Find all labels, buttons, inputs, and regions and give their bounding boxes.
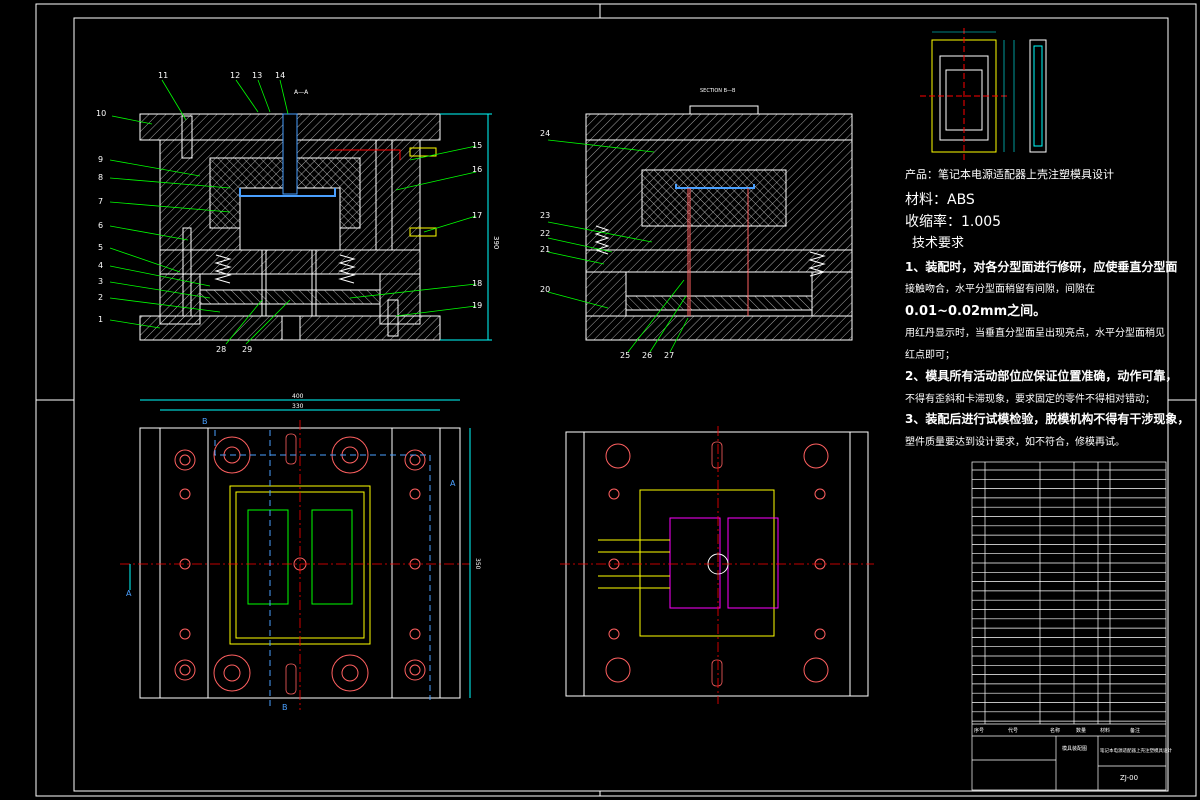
callout-13: 13: [252, 71, 262, 80]
callout-21: 21: [540, 245, 550, 254]
requirement-line-2: 接触吻合，水平分型面稍留有间隙，间隙在: [905, 284, 1095, 295]
section-b-label: SECTION B—B: [700, 88, 736, 94]
marker-a-left: A: [126, 589, 132, 598]
callout-16: 16: [472, 165, 482, 174]
dim-width-outer: 400: [292, 393, 304, 400]
callout-18: 18: [472, 279, 482, 288]
callout-12: 12: [230, 71, 240, 80]
requirement-line-8: 3、装配后进行试模检验，脱模机构不得有干涉现象，: [905, 412, 1190, 426]
callout-19: 19: [472, 301, 482, 310]
callout-23: 23: [540, 211, 550, 220]
marker-a-right: A: [450, 479, 456, 488]
callout-9: 9: [98, 155, 103, 164]
requirement-line-5: 红点即可；: [905, 350, 955, 361]
plan-view-fixed-half: [560, 426, 874, 704]
col-label-remark: 备注: [1130, 727, 1140, 734]
callout-28: 28: [216, 345, 226, 354]
callouts-right: [547, 139, 689, 353]
part-sketch: [920, 28, 1047, 160]
requirement-line-9: 塑件质量要达到设计要求，如不符合，修模再试。: [905, 437, 1125, 448]
col-label-name: 名称: [1050, 727, 1060, 734]
callout-10: 10: [96, 109, 106, 118]
callout-1: 1: [98, 315, 103, 324]
callouts-left: [109, 79, 477, 345]
marker-b-top: B: [202, 417, 208, 426]
plan-view-moving-half: [120, 399, 471, 710]
callout-15: 15: [472, 141, 482, 150]
title-block-text: 序号 代号 名称 数量 材料 备注 模具装配图 笔记本电源适配器上壳注塑模具设计…: [974, 727, 1172, 782]
dim-width-inner: 330: [292, 403, 304, 410]
callout-4: 4: [98, 261, 103, 270]
callout-24: 24: [540, 129, 550, 138]
callout-5: 5: [98, 243, 103, 252]
col-label-qty: 数量: [1076, 727, 1086, 734]
requirement-line-7: 不得有歪斜和卡滞现象，要求固定的零件不得相对错动；: [905, 394, 1155, 405]
section-a-label: A—A: [294, 89, 309, 96]
material-spec: 材料：ABS: [905, 192, 975, 208]
col-label-index: 序号: [974, 727, 984, 734]
col-label-material: 材料: [1100, 727, 1110, 734]
callout-2: 2: [98, 293, 103, 302]
callout-14: 14: [275, 71, 285, 80]
callout-7: 7: [98, 197, 103, 206]
dim-height: 390: [492, 236, 500, 249]
product-name: 产品：笔记本电源适配器上壳注塑模具设计: [905, 168, 1114, 181]
drawing-number: ZJ-00: [1120, 774, 1138, 782]
callout-20: 20: [540, 285, 550, 294]
design-title: 笔记本电源适配器上壳注塑模具设计: [1100, 747, 1172, 754]
requirement-line-4: 用红丹显示时，当垂直分型面呈出现亮点，水平分型面稍见: [905, 328, 1165, 339]
shrinkage-spec: 收缩率：1.005: [905, 214, 1002, 230]
marker-b-bottom: B: [282, 703, 288, 712]
parts-list: [971, 461, 1167, 791]
col-label-code: 代号: [1008, 727, 1018, 734]
callout-3: 3: [98, 277, 103, 286]
requirement-line-1: 1、装配时，对各分型面进行修研，应使垂直分型面: [905, 260, 1178, 274]
callout-17: 17: [472, 211, 482, 220]
callout-27: 27: [664, 351, 674, 360]
callout-8: 8: [98, 173, 103, 182]
callout-6: 6: [98, 221, 103, 230]
callout-22: 22: [540, 229, 550, 238]
callout-11: 11: [158, 71, 168, 80]
assembly-label: 模具装配图: [1062, 745, 1087, 752]
requirement-line-6: 2、模具所有活动部位应保证位置准确，动作可靠，: [905, 369, 1178, 383]
callout-25: 25: [620, 351, 630, 360]
callout-29: 29: [242, 345, 252, 354]
dim-side: 350: [474, 558, 481, 570]
callout-labels-right: 24 23 22 21 20 25 26 27 SECTION B—B: [540, 88, 736, 360]
tech-requirements-title: 技术要求: [912, 236, 965, 251]
section-view-b: [585, 105, 853, 341]
requirement-line-3: 0.01~0.02mm之间。: [905, 304, 1047, 319]
drawing-frame: [35, 3, 1197, 797]
section-view-a: [139, 113, 492, 341]
plan-view-labels: 400 330 350 A A B B: [126, 393, 481, 712]
callout-26: 26: [642, 351, 652, 360]
callout-labels-left: 11 12 13 14 10 9 8 7 6 5 4 3 2 1 15 16 1…: [96, 71, 500, 354]
